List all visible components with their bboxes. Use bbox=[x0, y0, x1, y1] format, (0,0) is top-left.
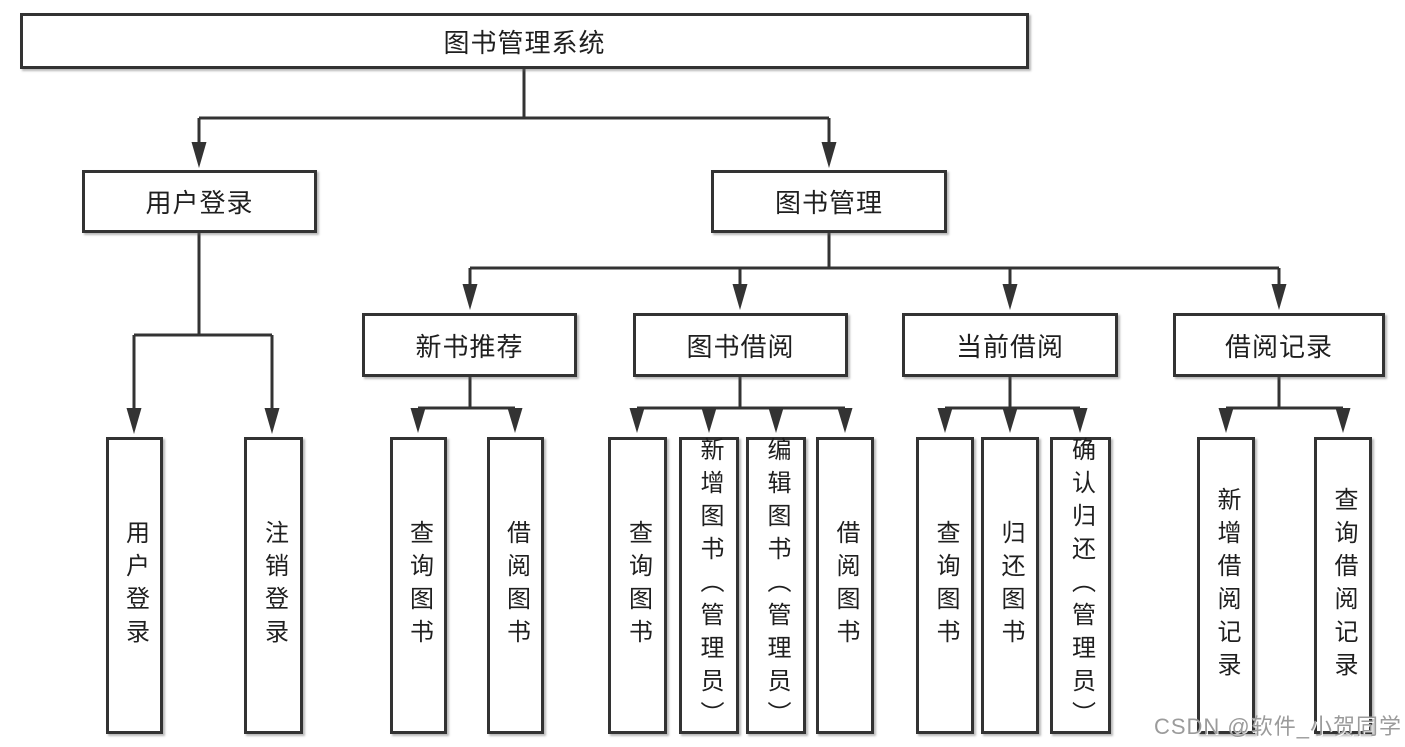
leaf-confirm-return-admin-label: 确认归还（管理员） bbox=[1067, 437, 1095, 734]
watermark-text: CSDN @软件_小贺同学 bbox=[1153, 714, 1402, 739]
node-current-borrow: 当前借阅 bbox=[902, 313, 1118, 377]
leaf-current-query-books: 查询图书 bbox=[916, 437, 974, 734]
node-user-login: 用户登录 bbox=[82, 170, 317, 233]
leaf-borrow-query-books: 查询图书 bbox=[608, 437, 667, 734]
leaf-borrow-query-books-label: 查询图书 bbox=[624, 519, 652, 652]
leaf-add-book-admin: 新增图书（管理员） bbox=[679, 437, 739, 734]
leaf-user-login-label: 用户登录 bbox=[121, 519, 149, 652]
leaf-recommend-borrow-books: 借阅图书 bbox=[487, 437, 544, 734]
node-book-borrow-label: 图书借阅 bbox=[686, 331, 795, 362]
node-new-book-recommend-label: 新书推荐 bbox=[415, 331, 524, 362]
leaf-query-borrow-record-label: 查询借阅记录 bbox=[1330, 486, 1357, 685]
leaf-return-book: 归还图书 bbox=[981, 437, 1039, 734]
node-new-book-recommend: 新书推荐 bbox=[362, 313, 577, 377]
leaf-recommend-query-books: 查询图书 bbox=[390, 437, 447, 734]
leaf-recommend-borrow-books-label: 借阅图书 bbox=[502, 519, 530, 652]
node-root: 图书管理系统 bbox=[20, 13, 1029, 69]
leaf-logout-label: 注销登录 bbox=[260, 519, 288, 652]
node-book-management-label: 图书管理 bbox=[774, 188, 883, 218]
node-current-borrow-label: 当前借阅 bbox=[955, 331, 1064, 362]
leaf-recommend-query-books-label: 查询图书 bbox=[405, 519, 433, 652]
leaf-query-borrow-record: 查询借阅记录 bbox=[1314, 437, 1372, 734]
leaf-add-borrow-record: 新增借阅记录 bbox=[1197, 437, 1255, 734]
node-borrow-records: 借阅记录 bbox=[1173, 313, 1385, 377]
leaf-current-query-books-label: 查询图书 bbox=[932, 519, 959, 652]
leaf-borrow-borrow-books: 借阅图书 bbox=[816, 437, 874, 734]
leaf-edit-book-admin-label: 编辑图书（管理员） bbox=[763, 437, 790, 734]
arrowheads bbox=[126, 142, 1351, 434]
leaf-logout: 注销登录 bbox=[244, 437, 303, 734]
node-book-borrow: 图书借阅 bbox=[633, 313, 848, 377]
leaf-user-login: 用户登录 bbox=[106, 437, 163, 734]
node-book-management: 图书管理 bbox=[711, 170, 947, 233]
leaf-confirm-return-admin: 确认归还（管理员） bbox=[1050, 437, 1111, 734]
leaf-borrow-borrow-books-label: 借阅图书 bbox=[832, 519, 859, 652]
leaf-edit-book-admin: 编辑图书（管理员） bbox=[746, 437, 806, 734]
leaf-return-book-label: 归还图书 bbox=[997, 519, 1024, 652]
node-borrow-records-label: 借阅记录 bbox=[1224, 331, 1333, 362]
leaf-add-borrow-record-label: 新增借阅记录 bbox=[1213, 486, 1240, 685]
leaf-add-book-admin-label: 新增图书（管理员） bbox=[696, 437, 723, 734]
node-user-login-label: 用户登录 bbox=[145, 188, 254, 218]
node-root-label: 图书管理系统 bbox=[443, 27, 606, 58]
